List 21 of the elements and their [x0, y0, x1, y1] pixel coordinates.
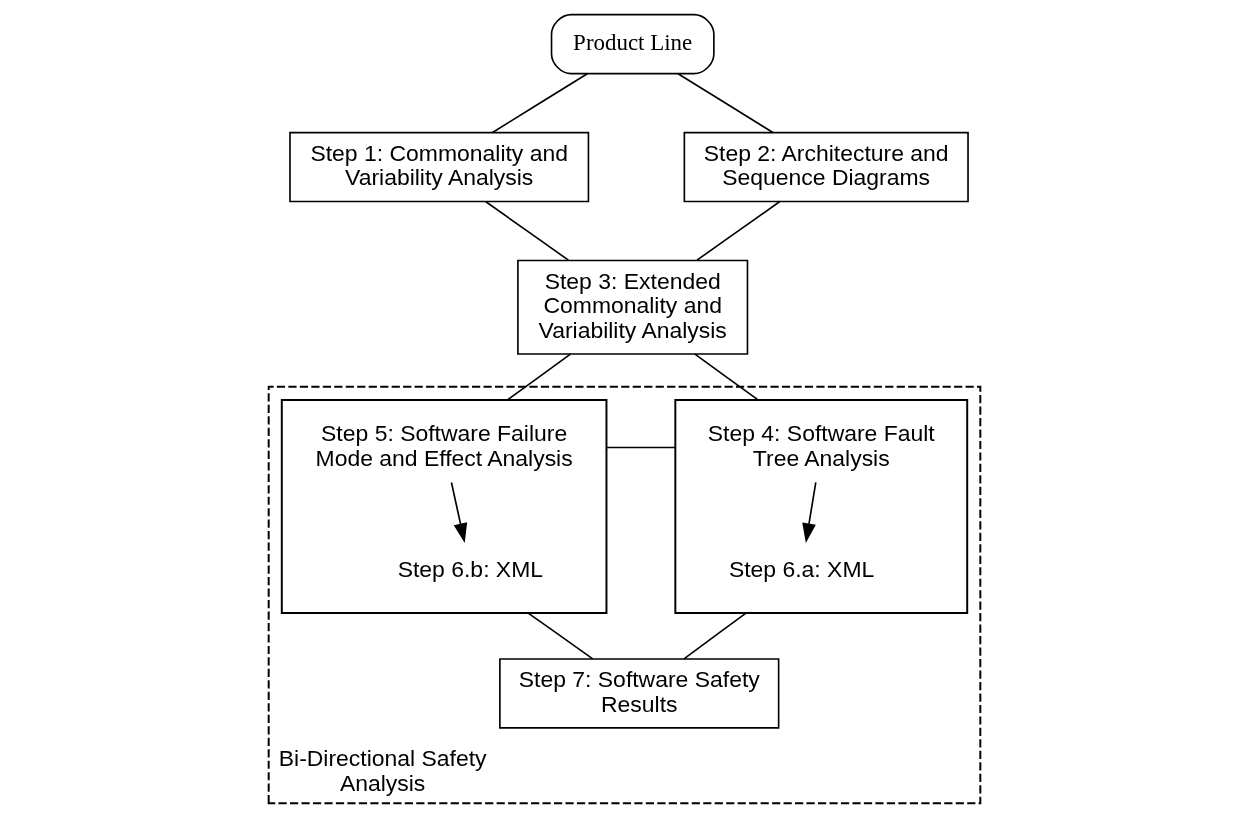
node-box: Product Line	[550, 13, 715, 75]
connector	[484, 200, 569, 261]
node-box: Step 3: Extended Commonality and Variability Analysis	[516, 259, 748, 355]
node-box: Step 2: Architecture and Sequence Diagrams	[683, 131, 969, 203]
node-box: Step 7: Software Safety Results	[498, 658, 779, 729]
node-text: Step 5: Software Failure Mode and Effect Analysis	[315, 420, 573, 471]
connector	[676, 73, 774, 134]
connector	[682, 612, 747, 660]
cluster	[673, 398, 968, 615]
arrow	[801, 481, 817, 543]
cluster	[280, 398, 607, 615]
node-text: Step 6.b: XML	[397, 555, 543, 582]
node-box: Step 1: Commonality and Variability Analysis	[288, 131, 589, 203]
arrow	[450, 481, 467, 543]
connector	[693, 353, 759, 401]
connector	[526, 612, 594, 660]
node-text: Step 4: Software Fault Tree Analysis	[707, 420, 935, 471]
connector	[605, 446, 676, 449]
node-text: Step 6.a: XML	[728, 555, 874, 582]
connector	[695, 200, 781, 261]
connector	[491, 73, 588, 134]
